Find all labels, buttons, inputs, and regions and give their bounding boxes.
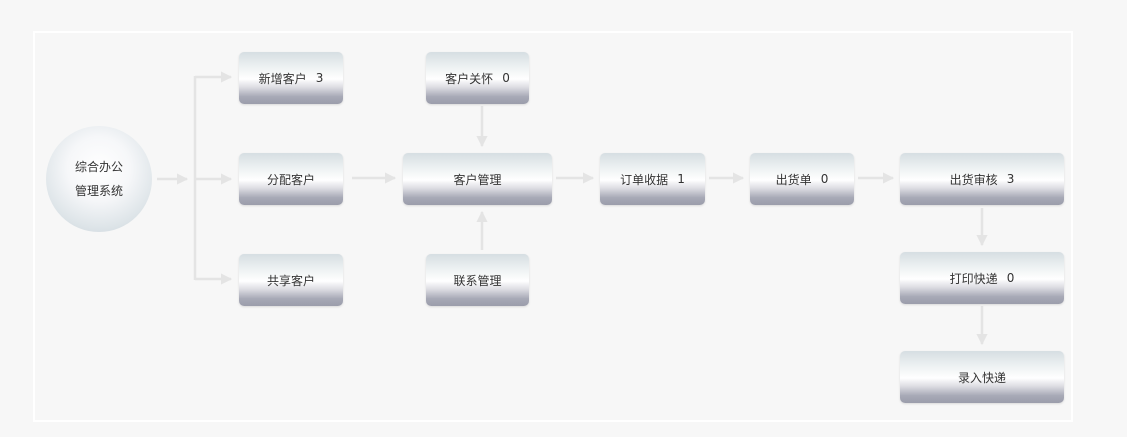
shipping-review-node[interactable]: 出货审核 3 bbox=[900, 153, 1064, 205]
shipping-order-node[interactable]: 出货单 0 bbox=[750, 153, 854, 205]
assign-customer-node[interactable]: 分配客户 bbox=[239, 153, 343, 205]
hub-line-2: 管理系统 bbox=[74, 184, 123, 198]
node-count: 3 bbox=[315, 71, 324, 85]
node-label: 客户管理 bbox=[453, 172, 502, 187]
node-count: 3 bbox=[1006, 172, 1015, 186]
node-count: 0 bbox=[1006, 271, 1015, 285]
node-label: 共享客户 bbox=[266, 273, 315, 288]
print-express-node[interactable]: 打印快递 0 bbox=[900, 252, 1064, 304]
node-label: 订单收据 bbox=[620, 172, 669, 187]
node-label: 客户关怀 bbox=[445, 71, 494, 86]
node-label: 出货审核 bbox=[949, 172, 998, 187]
customer-care-node[interactable]: 客户关怀 0 bbox=[426, 52, 529, 104]
node-count: 1 bbox=[677, 172, 685, 186]
node-count: 0 bbox=[502, 71, 510, 85]
customer-management-node[interactable]: 客户管理 bbox=[403, 153, 552, 205]
contact-management-node[interactable]: 联系管理 bbox=[426, 254, 529, 306]
node-label: 联系管理 bbox=[453, 273, 502, 288]
hub-line-1: 综合办公 bbox=[74, 160, 123, 174]
add-customer-node[interactable]: 新增客户 3 bbox=[239, 52, 343, 104]
diagram-frame bbox=[33, 31, 1073, 422]
node-label: 出货单 bbox=[775, 172, 812, 187]
node-label: 分配客户 bbox=[266, 172, 315, 187]
enter-express-node[interactable]: 录入快递 bbox=[900, 351, 1064, 403]
node-label: 新增客户 bbox=[258, 71, 307, 86]
system-hub-circle[interactable]: 综合办公 管理系统 bbox=[46, 126, 152, 232]
node-count: 0 bbox=[820, 172, 829, 186]
node-label: 录入快递 bbox=[957, 370, 1006, 385]
share-customer-node[interactable]: 共享客户 bbox=[239, 254, 343, 306]
order-payment-node[interactable]: 订单收据 1 bbox=[600, 153, 705, 205]
node-label: 打印快递 bbox=[949, 271, 998, 286]
